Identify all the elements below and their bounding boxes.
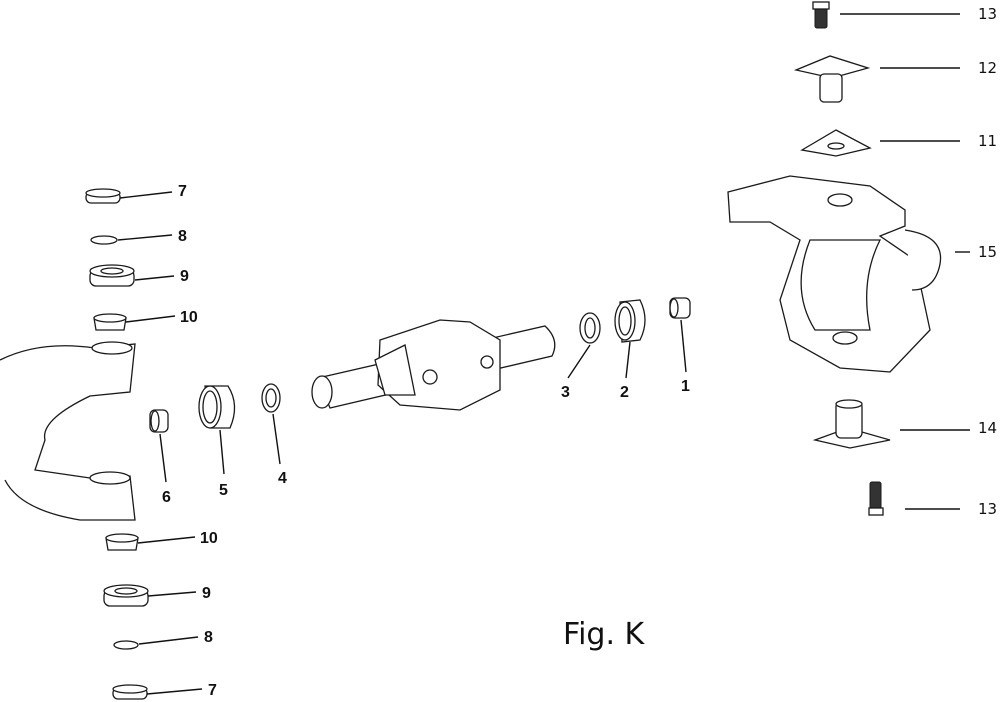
leader-10-bottom <box>137 536 196 544</box>
callout-13-bottom: 13 <box>978 500 997 518</box>
callout-10-top: 10 <box>180 309 198 326</box>
callout-10-bottom: 10 <box>200 530 218 547</box>
callout-11: 11 <box>978 132 997 150</box>
washer-3 <box>579 312 601 344</box>
leader-8-top <box>117 234 173 241</box>
leader-5 <box>219 429 225 475</box>
leader-8-bottom <box>138 636 199 645</box>
callout-9-bottom: 9 <box>202 585 211 602</box>
bolt-13-top <box>812 1 830 29</box>
leader-10-top <box>125 315 176 323</box>
leader-2 <box>625 341 631 379</box>
callout-5: 5 <box>219 482 228 499</box>
callout-9-top: 9 <box>180 268 189 285</box>
leader-7-top <box>119 191 173 199</box>
callout-15: 15 <box>978 243 997 261</box>
bush-1 <box>669 297 691 319</box>
washer-8-bottom <box>113 640 139 650</box>
bearing-9-top <box>89 264 135 287</box>
callout-8-top: 8 <box>178 228 187 245</box>
callout-6: 6 <box>162 489 171 506</box>
seal-ring-5 <box>198 385 236 429</box>
callout-13-top: 13 <box>978 5 997 23</box>
callout-1: 1 <box>681 378 690 395</box>
callout-7-bottom: 7 <box>208 682 217 699</box>
axle-yoke <box>0 341 136 521</box>
bolt-13-bottom <box>868 481 884 516</box>
callout-7-top: 7 <box>178 183 187 200</box>
callout-3: 3 <box>561 384 570 401</box>
upper-kingpin-cap-12 <box>793 55 871 103</box>
leader-6 <box>159 433 167 483</box>
leader-9-top <box>134 275 175 281</box>
callout-4: 4 <box>278 470 287 487</box>
callout-8-bottom: 8 <box>204 629 213 646</box>
washer-8-top <box>90 235 118 245</box>
leader-7-bottom <box>146 688 203 695</box>
figure-caption: Fig. K <box>563 617 646 652</box>
steering-knuckle-15 <box>727 175 942 373</box>
cap-7-top <box>85 188 121 204</box>
callout-14: 14 <box>978 419 997 437</box>
leader-3 <box>567 344 591 379</box>
cap-7-bottom <box>112 684 148 700</box>
leader-4 <box>272 413 281 465</box>
leader-1 <box>680 319 687 373</box>
shim-plate-11 <box>800 129 872 157</box>
bush-6 <box>149 409 169 433</box>
bearing-9-bottom <box>103 584 149 607</box>
cup-10-top <box>93 313 127 331</box>
washer-4 <box>261 383 281 413</box>
drive-shaft-u-joint <box>311 319 556 411</box>
lower-kingpin-14 <box>812 399 891 449</box>
callout-2: 2 <box>620 384 629 401</box>
leader-9-bottom <box>147 591 197 597</box>
cup-10-bottom <box>105 533 139 551</box>
seal-ring-2 <box>614 299 646 343</box>
callout-12: 12 <box>978 59 997 77</box>
